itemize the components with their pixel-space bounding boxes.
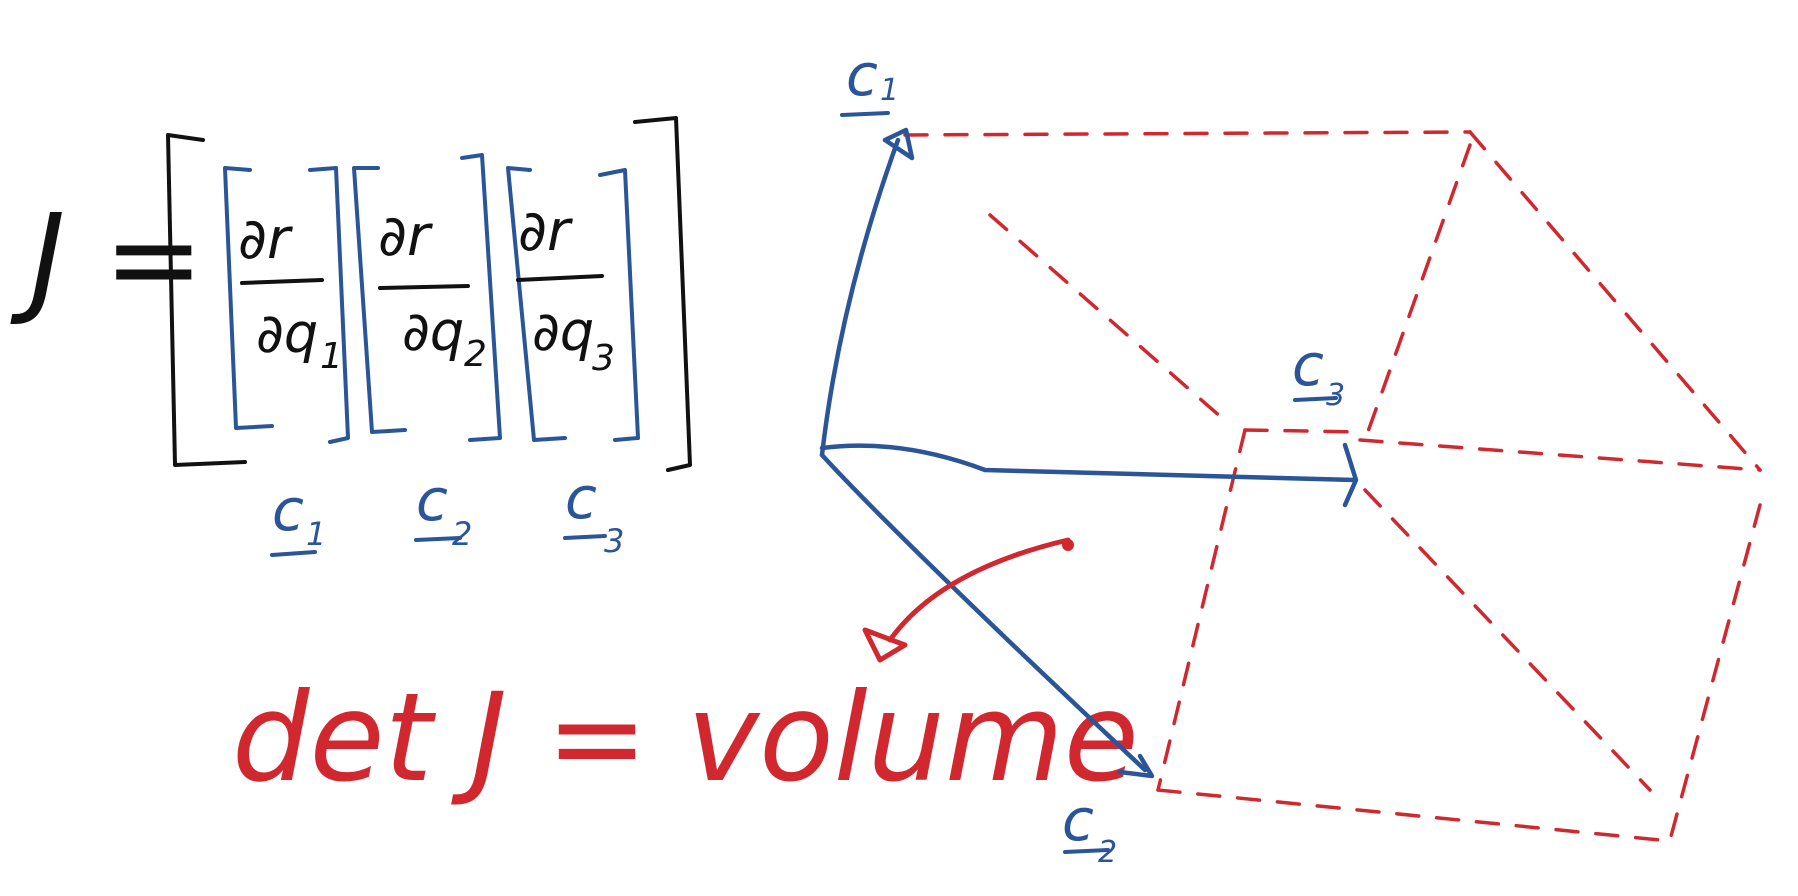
vector-bottom [819, 452, 1148, 773]
column-label-2: c 2 [414, 466, 472, 553]
vector-label-top: c 1 [840, 41, 899, 117]
edge-back-vertical [1363, 143, 1472, 442]
edge-middle-right [1358, 438, 1762, 472]
rotation-arrow-head [862, 627, 908, 663]
rotation-arrow-tail-dot [1062, 539, 1074, 551]
jacobian-equation: J = ∂r ∂q 1 ∂r ∂q 2 ∂r ∂q [10, 116, 692, 560]
vector-right-arrowhead [1342, 442, 1359, 508]
column-label-1-sub: 1 [306, 515, 326, 553]
column-label-2-sub: 2 [452, 515, 472, 553]
vector-bottom-arrowhead [1117, 753, 1155, 779]
vector-top [819, 137, 901, 458]
column-1-denominator: ∂q [256, 302, 318, 365]
outer-bracket-left [166, 133, 247, 467]
matrix-column-2: ∂r ∂q 2 [352, 153, 502, 442]
column-2-bracket-left [352, 166, 407, 434]
column-1-subscript: 1 [320, 336, 343, 377]
column-2-denominator: ∂q [402, 300, 464, 363]
vector-right [819, 443, 1358, 483]
column-3-subscript: 3 [592, 338, 615, 379]
edge-right-vertical [1668, 503, 1762, 842]
column-3-numerator: ∂r [518, 199, 573, 264]
column-1-fraction-bar [240, 278, 324, 285]
column-3-fraction-bar [516, 274, 604, 282]
determinant-note: det J = volume [232, 667, 1139, 809]
edge-top-right [1468, 130, 1762, 472]
matrix-column-1: ∂r ∂q 1 [223, 166, 350, 444]
edge-top-left-diagonal [988, 213, 1232, 427]
vector-label-top-sub: 1 [880, 73, 899, 108]
edge-front-left-vertical [1156, 428, 1247, 792]
edge-top-back [903, 130, 1472, 137]
column-label-3-underline [563, 534, 607, 540]
column-label-3-sub: 3 [604, 522, 624, 560]
vector-label-bottom-underline [1063, 848, 1110, 854]
outer-bracket-right [633, 116, 692, 472]
vector-label-bottom-letter: c [1062, 786, 1094, 854]
column-1-numerator: ∂r [238, 207, 293, 272]
column-2-bracket-right [460, 153, 502, 442]
column-2-fraction-bar [378, 284, 470, 290]
vector-label-right-underline [1293, 396, 1338, 402]
vector-label-right: c 3 [1292, 331, 1345, 413]
vector-label-top-underline [840, 111, 890, 117]
vector-label-right-letter: c [1292, 331, 1324, 399]
edge-inner-diagonal [1363, 488, 1652, 792]
column-3-denominator: ∂q [532, 300, 594, 363]
column-3-bracket-left [506, 166, 567, 442]
vector-label-bottom: c 2 [1062, 786, 1117, 870]
column-label-1-letter: c [272, 476, 304, 544]
edge-bottom-front [1156, 788, 1662, 842]
edge-middle-left [1243, 428, 1364, 434]
column-1-bracket-right [308, 166, 350, 444]
column-label-3-letter: c [565, 464, 597, 532]
parallelepiped: c 1 c 3 c 2 [819, 41, 1762, 870]
vector-label-bottom-sub: 2 [1098, 835, 1117, 870]
column-2-numerator: ∂r [378, 204, 433, 269]
column-label-1-underline [270, 550, 317, 557]
column-2-subscript: 2 [464, 334, 487, 375]
vector-top-arrowhead [882, 127, 915, 161]
vector-label-right-sub: 3 [1326, 378, 1345, 413]
column-label-3: c 3 [563, 464, 624, 560]
jacobian-lhs: J = [10, 190, 204, 329]
column-label-2-underline [414, 536, 462, 542]
column-3-bracket-right [598, 168, 640, 442]
column-1-bracket-left [223, 166, 274, 430]
column-label-1: c 1 [270, 476, 326, 557]
column-label-2-letter: c [416, 466, 448, 534]
vector-label-top-letter: c [846, 41, 878, 109]
rotation-arrow [887, 537, 1071, 643]
matrix-column-3: ∂r ∂q 3 [506, 166, 640, 442]
